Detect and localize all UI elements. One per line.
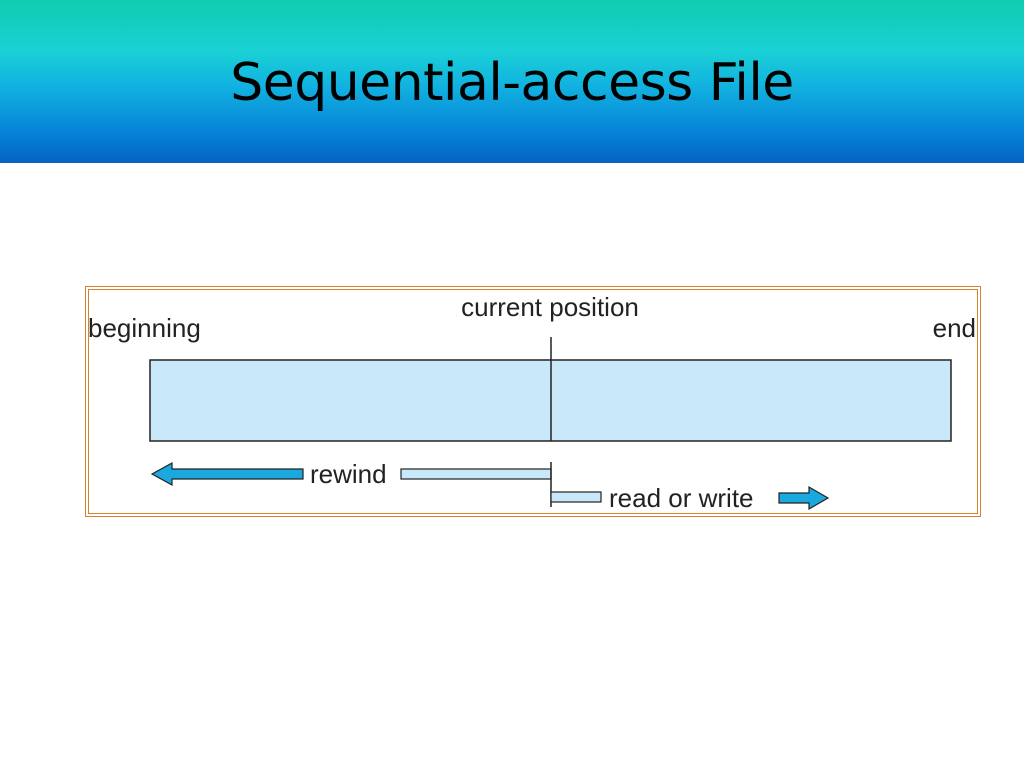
diagram-frame-inner (88, 289, 978, 514)
read-write-arrow-tail (550, 491, 602, 503)
title-banner (0, 0, 1024, 163)
rewind-arrow-icon (150, 461, 304, 487)
rewind-arrow-tail (400, 468, 552, 480)
slide-title: Sequential-access File (230, 53, 794, 113)
read-write-arrow-icon (778, 485, 830, 511)
label-current-position: current position (461, 292, 639, 322)
label-read-or-write: read or write (609, 483, 754, 513)
diagram-frame (85, 286, 981, 517)
label-beginning: beginning (88, 313, 201, 343)
label-end: end (933, 313, 976, 343)
label-rewind: rewind (310, 459, 387, 489)
